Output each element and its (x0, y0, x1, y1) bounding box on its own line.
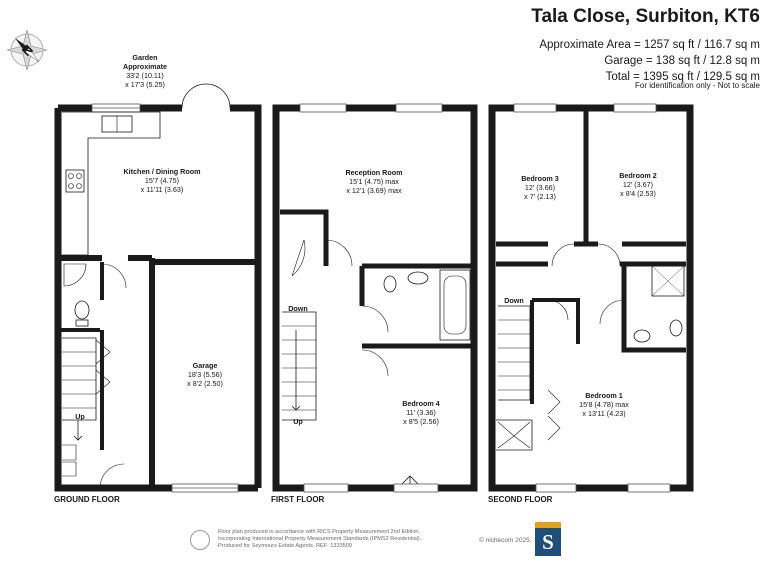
kitchen-dim-1: 15'7 (4.75) (145, 176, 179, 185)
area-garage: Garage = 138 sq ft / 12.8 sq m (604, 55, 760, 67)
bedroom-2-dim-1: 12' (3.67) (623, 180, 653, 189)
rics-logo-icon (190, 530, 210, 550)
compass-icon: N (6, 29, 48, 71)
area-approximate: Approximate Area = 1257 sq ft / 116.7 sq… (539, 39, 760, 51)
bedroom-3-dim-1: 12' (3.66) (525, 183, 555, 192)
bedroom-2-label: Bedroom 2 (619, 171, 657, 180)
footer-line-3: Produced for Seymours Estate Agents. REF… (218, 543, 353, 550)
bedroom-4-label: Bedroom 4 (402, 399, 440, 408)
bedroom-3-dim-2: x 7' (2.13) (524, 192, 556, 201)
bedroom-4-dim-1: 11' (3.36) (406, 408, 436, 417)
second-stairs-down-label: Down (504, 296, 524, 305)
identification-note: For identification only - Not to scale (635, 81, 760, 90)
bedroom-1-dim-1: 15'8 (4.78) max (579, 400, 629, 409)
garden-label: Garden (132, 53, 157, 62)
copyright-text: © nichecom 2025. (479, 537, 532, 544)
bedroom-4-dim-2: x 8'5 (2.56) (403, 417, 439, 426)
area-summary: Approximate Area = 1257 sq ft / 116.7 sq… (539, 37, 760, 85)
footer-line-2: Incorporating International Property Mea… (218, 536, 422, 543)
reception-room-label: Reception Room (345, 168, 402, 177)
second-floor-label: SECOND FLOOR (488, 495, 553, 504)
first-stairs-up-label: Up (293, 417, 303, 426)
garage-dim-2: x 8'2 (2.50) (187, 379, 223, 388)
second-floor-plan (488, 103, 694, 493)
kitchen-dim-2: x 11'11 (3.63) (141, 185, 184, 194)
bedroom-1-label: Bedroom 1 (585, 391, 623, 400)
reception-dim-1: 15'1 (4.75) max (349, 177, 399, 186)
garden-dim-2: x 17'3 (5.25) (125, 80, 165, 89)
property-title: Tala Close, Surbiton, KT6 (531, 6, 760, 27)
footer-disclaimer: Floor plan produced in accordance with R… (218, 529, 421, 551)
ground-floor-label: GROUND FLOOR (54, 495, 120, 504)
first-floor-plan (272, 103, 478, 493)
bedroom-2-dim-2: x 8'4 (2.53) (620, 189, 656, 198)
kitchen-dining-label: Kitchen / Dining Room (123, 167, 200, 176)
ground-stairs-up-label: Up (75, 412, 85, 421)
footer-line-1: Floor plan produced in accordance with R… (218, 529, 421, 535)
garage-dim-1: 18'3 (5.56) (188, 370, 222, 379)
bedroom-3-label: Bedroom 3 (521, 174, 559, 183)
ground-floor-plan (54, 83, 262, 493)
reception-dim-2: x 12'1 (3.69) max (346, 186, 402, 195)
garden-dim-1: 33'2 (10.11) (126, 71, 164, 80)
bedroom-1-dim-2: x 13'11 (4.23) (582, 409, 625, 418)
area-total: Total = 1395 sq ft / 129.5 sq m (605, 71, 760, 83)
first-stairs-down-label: Down (288, 304, 308, 313)
first-floor-label: FIRST FLOOR (271, 495, 325, 504)
agent-logo-icon: S (535, 522, 561, 556)
garage-label: Garage (193, 361, 218, 370)
garden-approx-label: Approximate (123, 62, 167, 71)
